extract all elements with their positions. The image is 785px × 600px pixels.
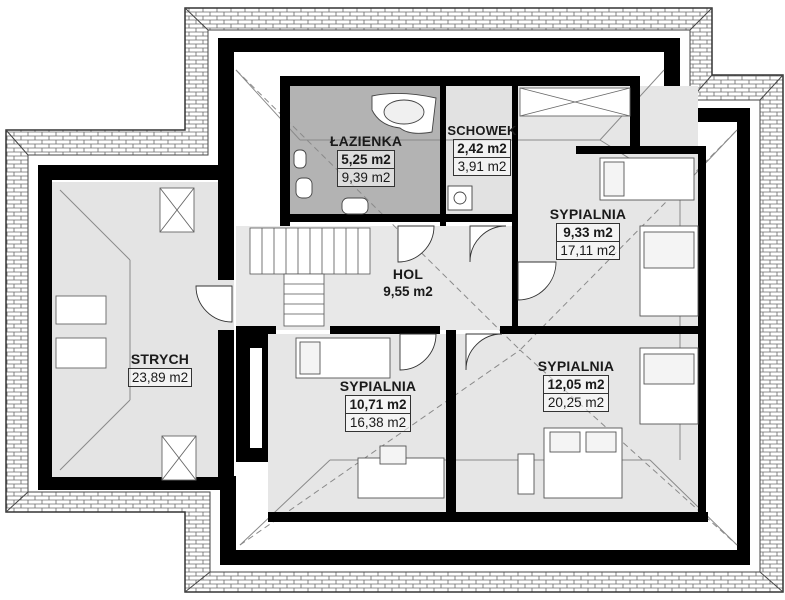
- room-name: ŁAZIENKA: [329, 133, 403, 149]
- room-label-sypialnia-middle: SYPIALNIA 10,71 m2 16,38 m2: [326, 378, 430, 432]
- room-name: STRYCH: [130, 351, 190, 367]
- room-label-hol: HOL 9,55 m2: [368, 266, 448, 300]
- net-area: 2,42 m2: [454, 140, 510, 158]
- bed-right-top: [599, 157, 699, 317]
- area-box: 2,42 m2 3,91 m2: [453, 139, 511, 176]
- gross-area: 3,91 m2: [457, 159, 507, 174]
- room-name: SYPIALNIA: [339, 378, 417, 394]
- bed-middle: [295, 337, 445, 499]
- gross-area: 17,11 m2: [560, 243, 616, 258]
- room-label-schowek: SCHOWEK 2,42 m2 3,91 m2: [446, 122, 518, 176]
- net-area: 10,71 m2: [346, 396, 410, 414]
- bed-right-bottom: [517, 347, 699, 499]
- doors: [195, 225, 557, 371]
- boiler: [447, 185, 473, 211]
- area-box: 9,33 m2 17,11 m2: [556, 223, 620, 260]
- area-box: 12,05 m2 20,25 m2: [543, 375, 609, 412]
- bathroom-fixtures: [293, 92, 437, 215]
- gross-area: 16,38 m2: [349, 415, 407, 430]
- gross-area: 20,25 m2: [547, 395, 605, 410]
- room-label-sypialnia-right-top: SYPIALNIA 9,33 m2 17,11 m2: [536, 206, 640, 260]
- inner-walls: [218, 76, 708, 522]
- area-box: 5,25 m2 9,39 m2: [337, 150, 395, 187]
- net-area: 23,89 m2: [131, 370, 189, 385]
- net-area: 12,05 m2: [544, 376, 608, 394]
- room-name: SCHOWEK: [447, 123, 517, 138]
- area-box: 23,89 m2: [127, 368, 193, 387]
- net-area: 9,33 m2: [557, 224, 619, 242]
- room-label-strych: STRYCH 23,89 m2: [114, 351, 206, 387]
- room-name: SYPIALNIA: [549, 206, 627, 222]
- room-label-lazienka: ŁAZIENKA 5,25 m2 9,39 m2: [318, 133, 414, 187]
- gross-area: 9,39 m2: [341, 170, 391, 185]
- area-box: 10,71 m2 16,38 m2: [345, 395, 411, 432]
- room-name: SYPIALNIA: [537, 358, 615, 374]
- net-area: 5,25 m2: [338, 151, 394, 169]
- staircase: [249, 227, 371, 327]
- net-area: 9,55 m2: [383, 284, 433, 299]
- room-label-sypialnia-right-bottom: SYPIALNIA 12,05 m2 20,25 m2: [524, 358, 628, 412]
- room-name: HOL: [392, 266, 424, 282]
- skylights: [55, 87, 631, 481]
